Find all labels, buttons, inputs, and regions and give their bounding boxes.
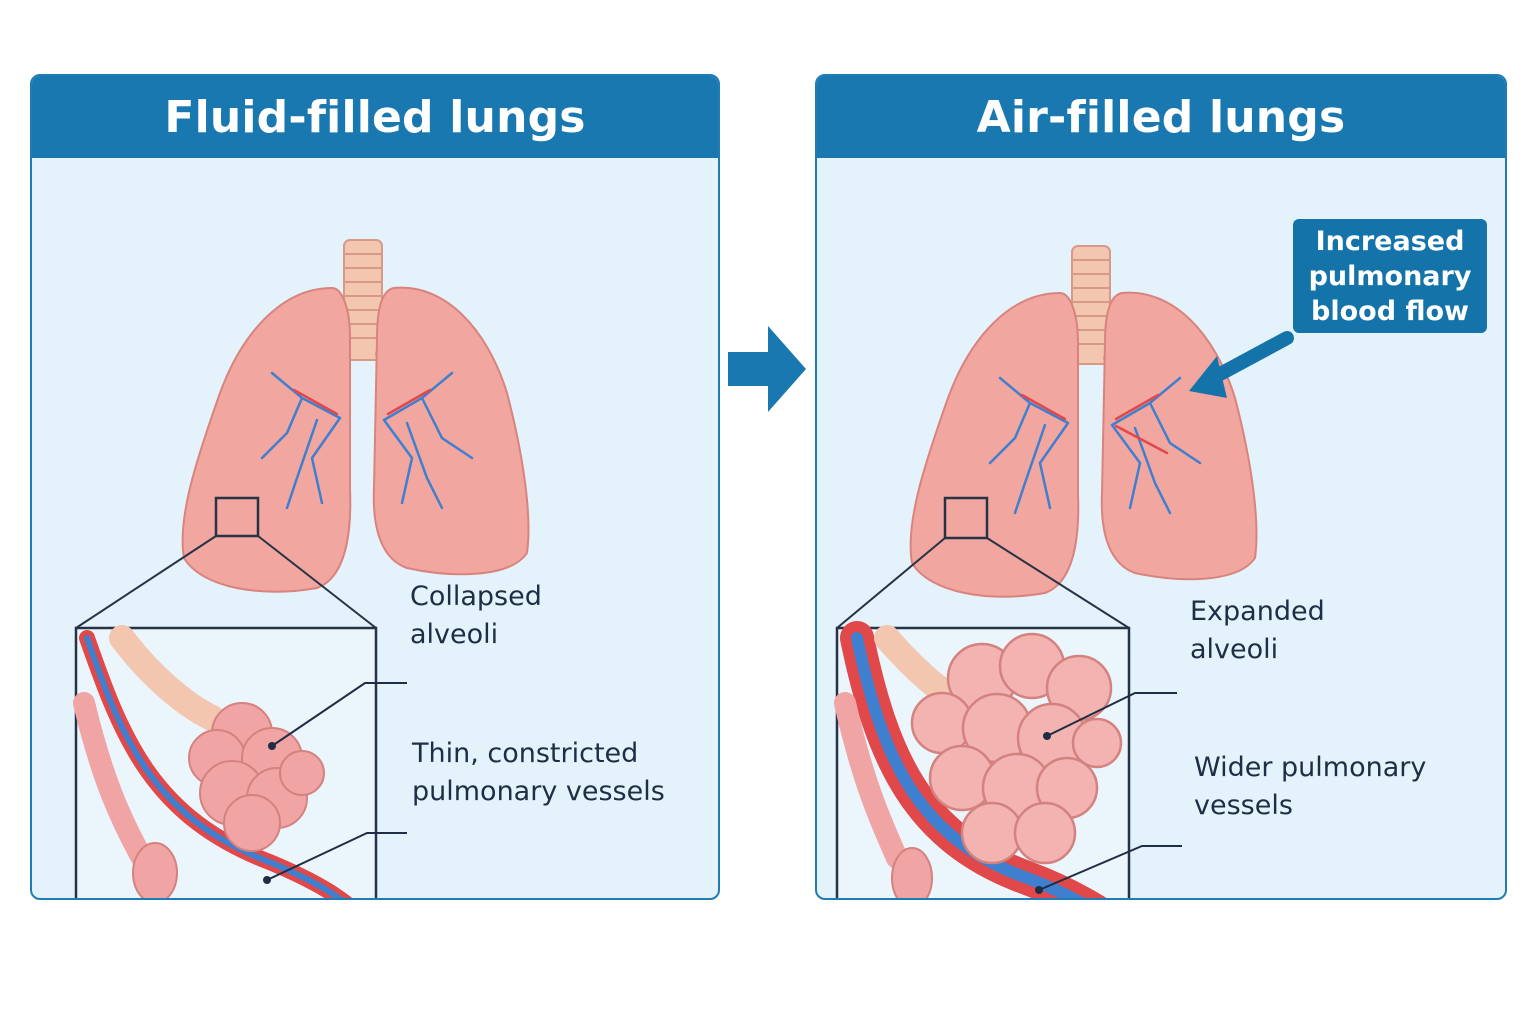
constricted-vessels-label: Thin, constricted pulmonary vessels — [412, 738, 665, 807]
zoom-connector-lines — [75, 535, 377, 629]
collapsed-alveoli-label: Collapsed alveoli — [410, 581, 542, 650]
zoom-region-box — [214, 496, 260, 538]
blood-flow-arrow — [1202, 331, 1294, 387]
expanded-alveoli-label: Expanded alveoli — [1190, 596, 1325, 665]
air-filled-lungs-illustration — [834, 245, 1294, 898]
panel-title: Fluid-filled lungs — [32, 76, 718, 158]
bronchial-vessels — [988, 376, 1202, 515]
left-lung — [181, 286, 352, 593]
blood-flow-callout: Increased pulmonary blood flow — [1293, 219, 1487, 333]
left-lung — [909, 291, 1080, 598]
right-lung — [372, 286, 530, 576]
constricted-vessels — [79, 630, 353, 898]
bronchiole-tube — [73, 625, 225, 898]
alveoli-leader-line — [271, 682, 407, 747]
bronchial-vessels — [260, 371, 474, 510]
wider-vessels-label: Wider pulmonary vessels — [1194, 752, 1427, 821]
vessels-leader-line — [1038, 845, 1182, 891]
zoom-connector-lines — [836, 537, 1130, 629]
alveoli-leader-line — [1046, 692, 1177, 737]
panel-title: Air-filled lungs — [817, 76, 1505, 158]
fluid-filled-lungs-illustration — [73, 239, 530, 898]
expanded-alveoli — [910, 632, 1123, 865]
vessels-leader-line — [266, 832, 407, 881]
collapsed-alveoli — [188, 702, 325, 852]
zoom-region-box — [943, 496, 989, 540]
air-filled-lungs-panel: Air-filled lungs — [815, 74, 1507, 900]
right-arrow-icon — [728, 326, 806, 412]
right-lung — [1100, 291, 1258, 581]
fluid-filled-lungs-panel: Fluid-filled lungs — [30, 74, 720, 900]
